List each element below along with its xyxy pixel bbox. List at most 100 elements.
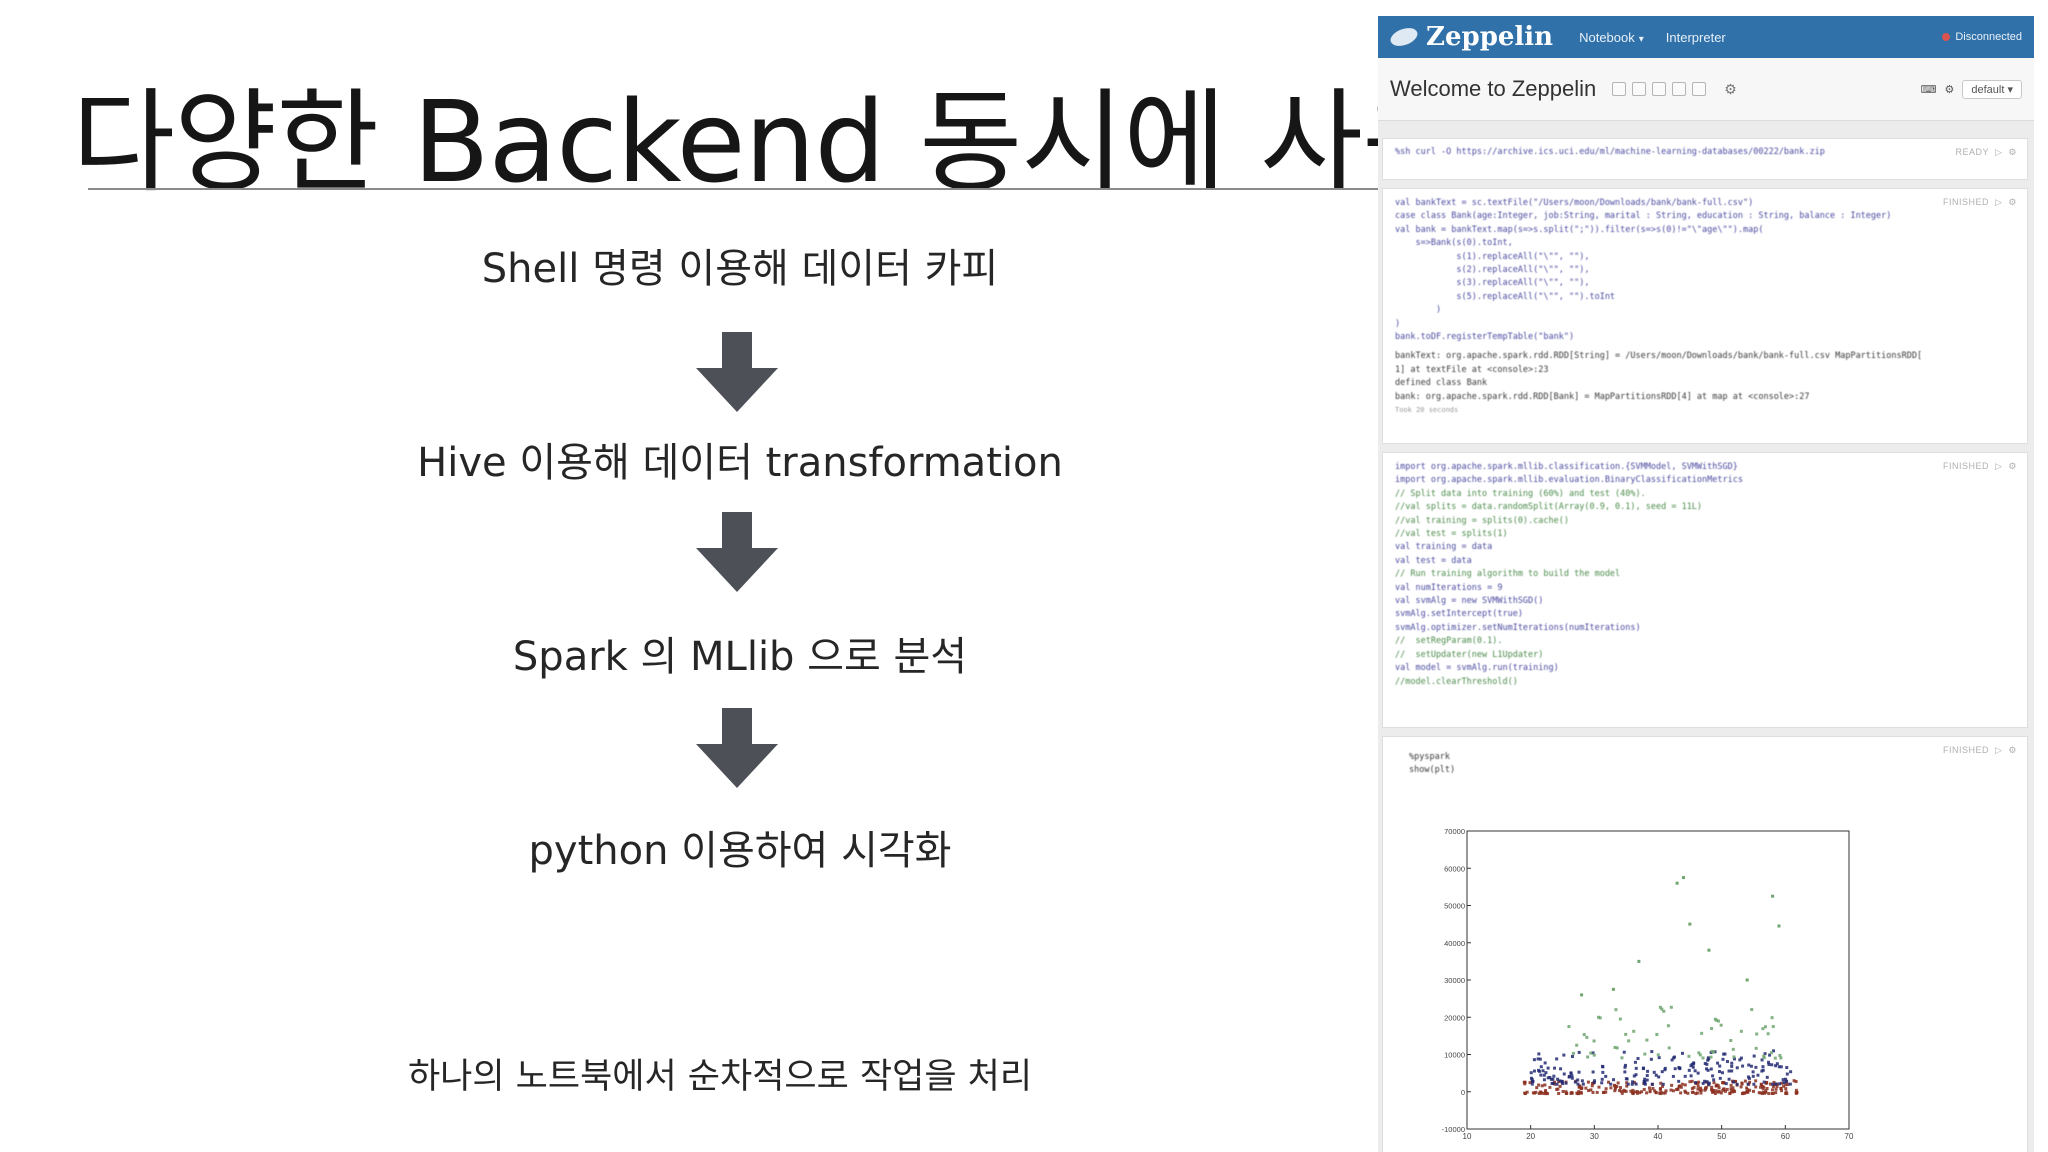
data-point (1709, 1055, 1713, 1059)
x-tick-label: 60 (1781, 1132, 1790, 1141)
paragraph-shell[interactable]: %sh curl -O https://archive.ics.uci.edu/… (1382, 138, 2028, 180)
data-point (1570, 1055, 1574, 1059)
data-point (1756, 1073, 1760, 1077)
interpreter-select[interactable]: default ▾ (1962, 79, 2022, 99)
show-hide-output-icon[interactable] (1652, 82, 1667, 96)
run-all-icon[interactable] (1612, 82, 1627, 96)
data-point (1664, 1089, 1668, 1093)
data-point (1634, 1066, 1638, 1070)
data-point (1592, 1079, 1596, 1083)
settings-icon[interactable]: ⚙ (2008, 745, 2017, 755)
data-point (1686, 1091, 1690, 1095)
data-point (1732, 1057, 1736, 1061)
data-point (1648, 1089, 1652, 1093)
data-point (1731, 1086, 1735, 1090)
show-hide-code-icon[interactable] (1632, 82, 1647, 96)
data-point (1729, 1039, 1733, 1043)
paragraph-code[interactable]: %pyspark show(plt) (1409, 751, 1455, 778)
data-point (1624, 1077, 1628, 1081)
data-point (1643, 1052, 1647, 1056)
data-point (1767, 1060, 1771, 1064)
gear-icon[interactable]: ⚙ (1724, 80, 1737, 97)
data-point (1625, 1084, 1629, 1088)
data-point (1645, 1038, 1649, 1042)
zeppelin-logo[interactable]: Zeppelin (1388, 22, 1579, 52)
data-point (1794, 1088, 1798, 1092)
data-point (1774, 1091, 1778, 1095)
data-point (1645, 1078, 1649, 1082)
note-title[interactable]: Welcome to Zeppelin (1390, 76, 1597, 101)
nav-interpreter-link[interactable]: Interpreter (1665, 29, 1726, 45)
data-point (1604, 1074, 1608, 1078)
nav-notebook-menu[interactable]: Notebook▾ (1579, 30, 1644, 45)
data-point (1710, 1049, 1714, 1053)
run-icon[interactable]: ▷ (1995, 147, 2003, 157)
data-point (1770, 1091, 1774, 1095)
data-point (1630, 1082, 1634, 1086)
paragraph-mllib[interactable]: FINISHED▷⚙ import org.apache.spark.mllib… (1382, 452, 2028, 728)
clear-output-icon[interactable] (1672, 82, 1687, 96)
data-point (1557, 1091, 1561, 1095)
data-point (1786, 1082, 1790, 1086)
data-point (1633, 1090, 1637, 1094)
data-point (1713, 1091, 1717, 1095)
data-point (1784, 1090, 1788, 1094)
data-point (1724, 1082, 1728, 1086)
data-point (1622, 1088, 1626, 1092)
data-point (1663, 1091, 1667, 1095)
data-point (1681, 876, 1685, 880)
data-point (1771, 1085, 1775, 1089)
data-point (1794, 1091, 1798, 1095)
run-icon[interactable]: ▷ (1995, 745, 2003, 755)
paragraph-status: FINISHED▷⚙ (1943, 745, 2017, 756)
data-point (1703, 1079, 1707, 1083)
data-point (1762, 1080, 1766, 1084)
data-point (1625, 1081, 1629, 1085)
data-point (1688, 922, 1692, 926)
data-point (1761, 1065, 1765, 1069)
data-point (1752, 1082, 1756, 1086)
y-tick-label: 70000 (1444, 827, 1465, 836)
data-point (1782, 1084, 1786, 1088)
delete-note-icon[interactable] (1692, 82, 1707, 96)
data-point (1764, 1081, 1768, 1085)
data-point (1577, 1070, 1581, 1074)
data-point (1729, 1087, 1733, 1091)
data-point (1730, 1089, 1734, 1093)
data-point (1780, 1081, 1784, 1085)
paragraph-code[interactable]: %sh curl -O https://archive.ics.uci.edu/… (1395, 147, 1825, 157)
run-icon[interactable]: ▷ (1995, 461, 2003, 471)
settings-icon[interactable]: ⚙ (2008, 197, 2017, 207)
data-point (1710, 1027, 1714, 1031)
data-point (1784, 1083, 1788, 1087)
settings-icon[interactable]: ⚙ (1944, 83, 1955, 96)
data-point (1688, 1080, 1692, 1084)
data-point (1661, 1082, 1665, 1086)
data-point (1789, 1070, 1793, 1074)
data-point (1624, 1089, 1628, 1093)
data-point (1690, 1062, 1694, 1066)
data-point (1714, 1089, 1718, 1093)
data-point (1660, 1070, 1664, 1074)
settings-icon[interactable]: ⚙ (2008, 461, 2017, 471)
data-point (1746, 1075, 1750, 1079)
data-point (1703, 1061, 1707, 1065)
data-point (1731, 1047, 1735, 1051)
data-point (1562, 1053, 1566, 1057)
data-point (1601, 1070, 1605, 1074)
data-point (1540, 1091, 1544, 1095)
settings-icon[interactable]: ⚙ (2008, 147, 2017, 157)
data-point (1546, 1066, 1550, 1070)
data-point (1709, 1067, 1713, 1071)
paragraph-spark-load[interactable]: FINISHED▷⚙ val bankText = sc.textFile("/… (1382, 188, 2028, 444)
data-point (1614, 1085, 1618, 1089)
keyboard-shortcut-icon[interactable]: ⌨ (1920, 83, 1937, 96)
data-point (1767, 1062, 1771, 1066)
x-tick-label: 70 (1845, 1132, 1854, 1141)
data-point (1567, 1025, 1571, 1029)
run-icon[interactable]: ▷ (1995, 197, 2003, 207)
data-point (1678, 1084, 1682, 1088)
data-point (1539, 1065, 1543, 1069)
data-point (1529, 1076, 1533, 1080)
